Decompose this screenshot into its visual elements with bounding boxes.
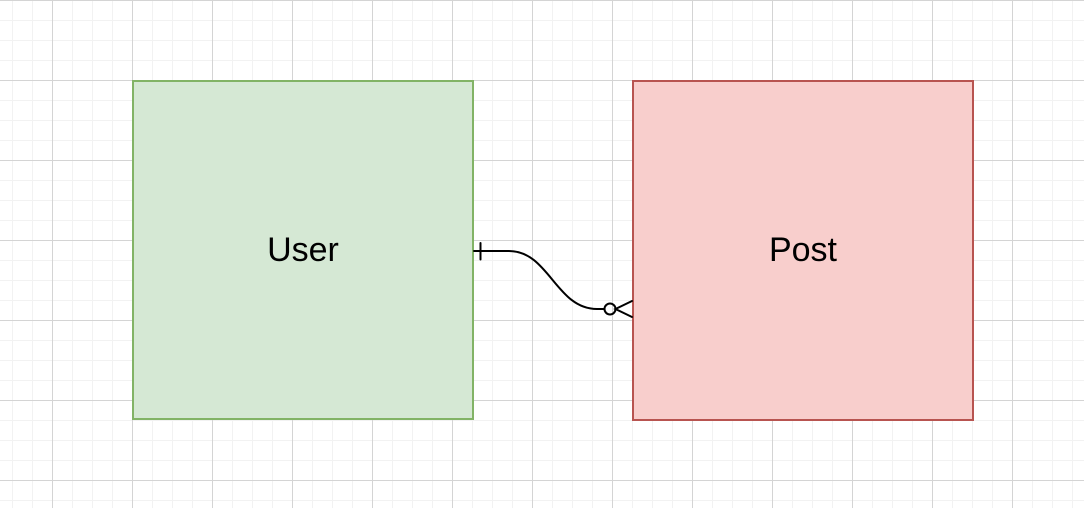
entity-user-shape[interactable]: [132, 80, 474, 420]
cardinality-many-crowsfoot-icon: [613, 300, 633, 318]
relationship-user-post: [473, 242, 633, 318]
entity-post[interactable]: Post: [632, 80, 974, 421]
relationship-edge[interactable]: [473, 250, 606, 310]
entity-post-label: Post: [769, 231, 838, 269]
entity-user-label: User: [267, 231, 339, 269]
entity-post-shape[interactable]: [632, 80, 974, 421]
entity-user[interactable]: User: [132, 80, 474, 420]
